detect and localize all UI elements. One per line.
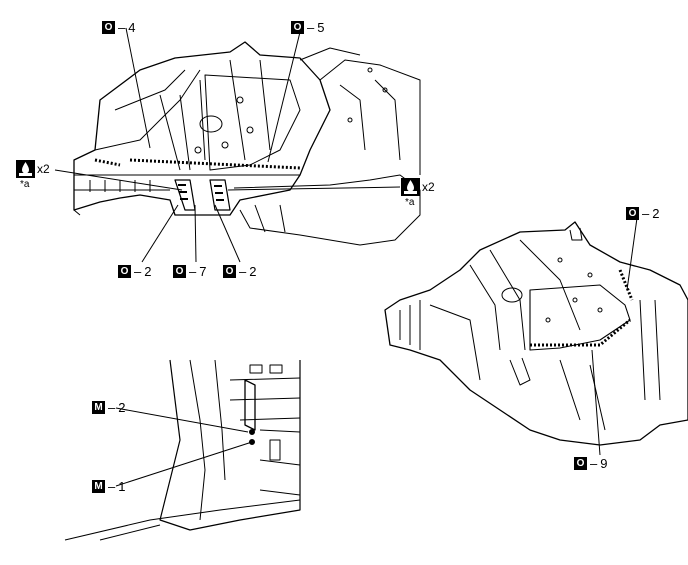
o-square-icon: O [173,265,186,278]
callout-o9: O – 9 [574,456,607,471]
bottom-assembly-drawing [64,359,301,541]
callout-o2-mid: O – 2 [223,264,256,279]
callout-o2-right: O – 2 [626,206,659,221]
o-square-icon: O [102,21,115,34]
o-square-icon: O [223,265,236,278]
callout-o7: O – 7 [173,264,206,279]
callout-o4: O – 4 [102,20,135,35]
m-square-icon: M [92,480,105,493]
callout-m1: M – 1 [92,479,125,494]
callout-o5: O – 5 [291,20,324,35]
fluid-left: x2 *a [16,160,50,190]
fluid-right: x2 *a [401,178,435,208]
o-square-icon: O [291,21,304,34]
o-square-icon: O [118,265,131,278]
right-assembly-drawing [384,221,688,446]
leader-lines [54,27,638,487]
callout-o2-left: O – 2 [118,264,151,279]
callout-m2: M – 2 [92,400,125,415]
o-square-icon: O [626,207,639,220]
o-square-icon: O [574,457,587,470]
sealer-icon [401,178,420,196]
sealer-icon [16,160,35,178]
top-assembly-drawing [73,41,421,246]
m-square-icon: M [92,401,105,414]
